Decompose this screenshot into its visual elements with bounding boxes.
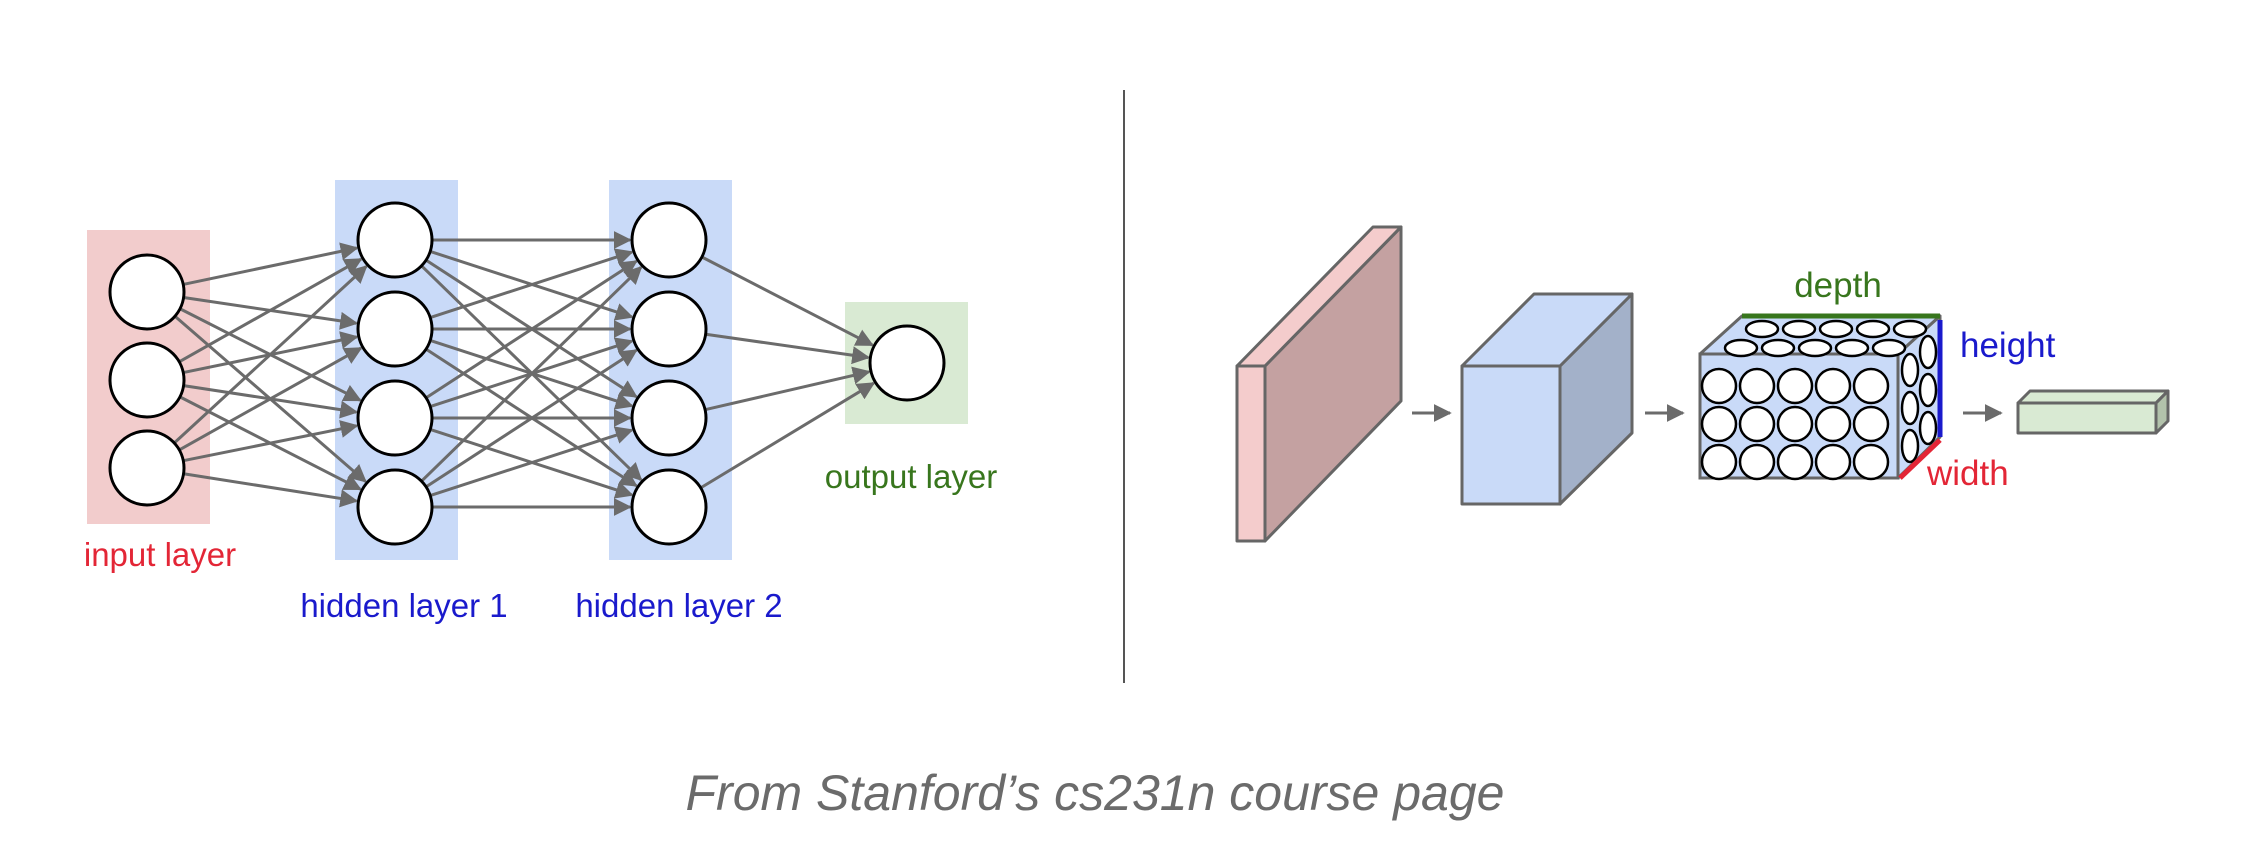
neuron-l0-1: [108, 341, 186, 419]
volume-neuron-side-1-1: [1918, 372, 1938, 408]
neuron-l1-1: [356, 290, 434, 368]
neuron-l1-2: [356, 379, 434, 457]
neuron-l0-0: [108, 253, 186, 331]
neuron-l2-0: [630, 201, 708, 279]
volume-neuron-front-1-0: [1700, 405, 1738, 443]
volume-neuron-front-2-4: [1852, 443, 1890, 481]
edge-l2-0-0: [701, 255, 874, 347]
neuron-l0-2: [108, 429, 186, 507]
edge-l1-3-1: [425, 348, 638, 489]
hidden-volume-front: [1460, 364, 1562, 506]
volume-neuron-front-2-2: [1776, 443, 1814, 481]
edge-l2-2-0: [704, 366, 871, 412]
neuron-volume: depth height width: [1698, 266, 2056, 493]
volume-neuron-front-0-0: [1700, 367, 1738, 405]
volume-neuron-front-1-1: [1738, 405, 1776, 443]
caption: From Stanford’s cs231n course page: [686, 765, 1505, 821]
volume-neuron-front-0-4: [1852, 367, 1890, 405]
edge-l0-2-3: [183, 472, 359, 508]
edge-l1-1-0: [429, 248, 634, 319]
volume-neuron-front-2-3: [1814, 443, 1852, 481]
neuron-l1-3: [356, 468, 434, 546]
volume-neuron-front-2-0: [1700, 443, 1738, 481]
volume-neuron-front-0-3: [1814, 367, 1852, 405]
neuron-l2-3: [630, 468, 708, 546]
volume-neuron-top-1-2: [1797, 338, 1833, 358]
hidden-layer-1-label: hidden layer 1: [300, 587, 507, 624]
volume-neuron-front-1-4: [1852, 405, 1890, 443]
volume-neuron-side-1-0: [1918, 334, 1938, 370]
volume-neuron-top-0-0: [1744, 319, 1780, 339]
volume-neuron-top-1-3: [1834, 338, 1870, 358]
volume-neurons: [1700, 319, 1938, 481]
volume-neuron-top-0-1: [1781, 319, 1817, 339]
volume-neuron-front-1-2: [1776, 405, 1814, 443]
edge-l0-2-1: [178, 346, 363, 452]
convnet: depth height width: [1235, 225, 2170, 543]
output-volume-front: [2016, 401, 2158, 435]
edge-l0-0-0: [182, 242, 359, 286]
volume-neuron-side-0-1: [1900, 390, 1920, 426]
neuron-l1-0: [356, 201, 434, 279]
volume-neuron-top-1-1: [1760, 338, 1796, 358]
volume-neuron-top-0-4: [1892, 319, 1928, 339]
input-layer-label: input layer: [84, 536, 236, 573]
edge-l0-1-0: [178, 257, 363, 364]
edge-l2-3-0: [699, 381, 876, 490]
edge-l1-2-0: [425, 259, 638, 400]
neuron-l2-2: [630, 379, 708, 457]
output-layer-label: output layer: [825, 458, 997, 495]
edge-l1-3-0: [420, 265, 643, 483]
input-volume: [1235, 225, 1403, 543]
network-nodes: [108, 201, 946, 546]
volume-neuron-top-1-4: [1871, 338, 1907, 358]
volume-neuron-front-1-3: [1814, 405, 1852, 443]
depth-label: depth: [1794, 266, 1882, 305]
volume-neuron-top-0-3: [1855, 319, 1891, 339]
volume-neuron-side-0-2: [1900, 428, 1920, 464]
hidden-layer-2-label: hidden layer 2: [575, 587, 782, 624]
neuron-l3-0: [868, 324, 946, 402]
output-volume-top: [2016, 389, 2170, 405]
edge-l0-2-0: [173, 265, 368, 445]
width-line: [1898, 438, 1942, 480]
volume-neuron-front-0-2: [1776, 367, 1814, 405]
volume-neuron-front-2-1: [1738, 443, 1776, 481]
network-edges: [173, 231, 876, 516]
neural-network: input layer hidden layer 1 hidden layer …: [84, 180, 997, 624]
volume-neuron-side-0-0: [1900, 352, 1920, 388]
edge-l1-3-2: [429, 426, 634, 497]
height-label: height: [1960, 326, 2056, 365]
volume-neuron-top-0-2: [1818, 319, 1854, 339]
input-volume-front: [1235, 364, 1267, 543]
volume-neuron-top-1-0: [1723, 338, 1759, 358]
width-label: width: [1926, 454, 2009, 493]
volume-neuron-front-0-1: [1738, 367, 1776, 405]
output-volume: [2016, 389, 2170, 435]
volume-neuron-side-1-2: [1918, 410, 1938, 446]
hidden-volume: [1460, 292, 1634, 506]
edge-l0-2-2: [182, 420, 359, 463]
neuron-l2-1: [630, 290, 708, 368]
edge-l2-1-0: [705, 332, 871, 365]
